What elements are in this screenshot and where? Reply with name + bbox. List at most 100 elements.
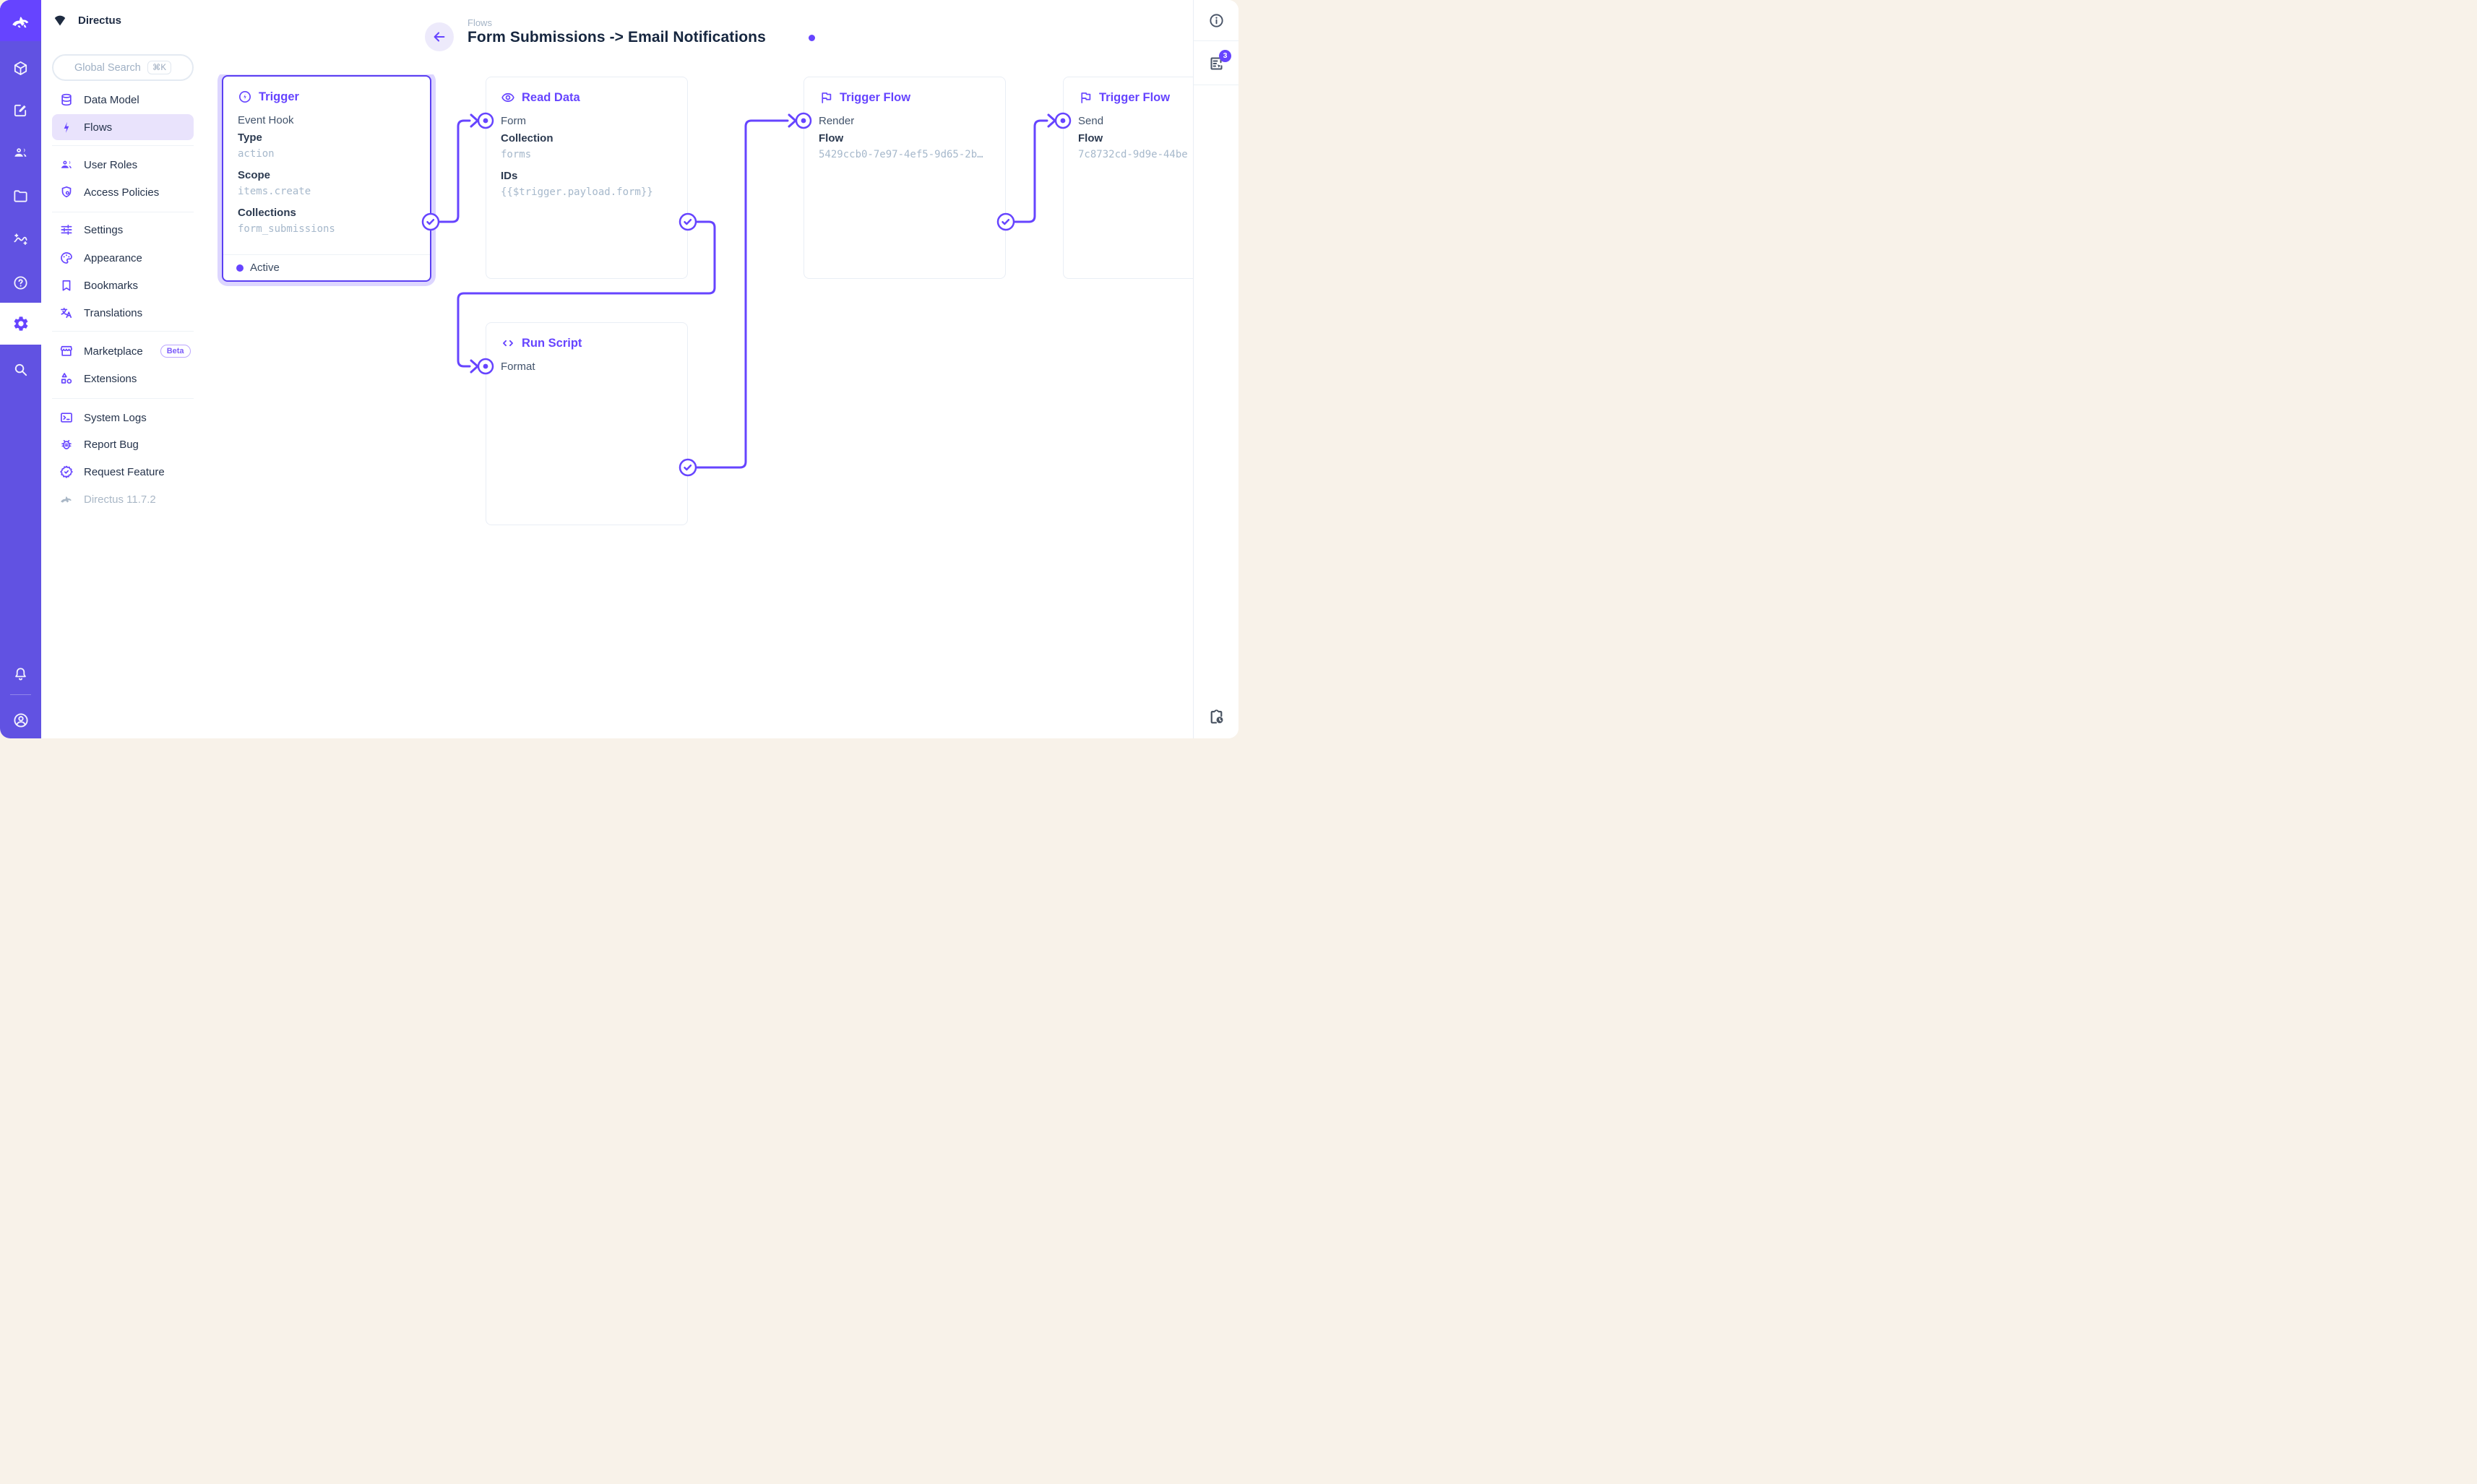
read-data-key: Form xyxy=(501,115,526,127)
box-icon xyxy=(14,61,27,76)
read-data-field-ids: IDs {{$trigger.payload.form}} xyxy=(501,170,653,198)
run-script-key: Format xyxy=(501,361,535,373)
breadcrumb[interactable]: Flows xyxy=(468,17,492,28)
sidebar-item-access-policies[interactable]: Access Policies xyxy=(52,179,194,205)
sidebar-item-system-logs[interactable]: System Logs xyxy=(52,405,194,431)
trigger-subtitle: Event Hook xyxy=(238,114,294,126)
extension-shapes-icon xyxy=(59,371,74,386)
search-icon xyxy=(14,363,27,376)
trigger-flow-send-key: Send xyxy=(1078,115,1104,127)
module-users[interactable] xyxy=(0,132,41,173)
sidebar-item-bookmarks[interactable]: Bookmarks xyxy=(52,272,194,298)
trigger-field-type: Type action xyxy=(238,131,275,160)
flag-icon xyxy=(1078,90,1093,105)
notifications-button[interactable] xyxy=(0,654,41,695)
sidebar-item-marketplace[interactable]: Marketplace Beta xyxy=(52,338,194,364)
rabbit-logo-icon xyxy=(12,16,28,27)
help-icon xyxy=(14,276,27,290)
trigger-field-collections: Collections form_submissions xyxy=(238,207,335,235)
back-button[interactable] xyxy=(425,22,454,51)
node-read-data-title: Read Data xyxy=(501,89,673,106)
sidebar-divider xyxy=(52,398,194,399)
feature-badge-icon xyxy=(59,465,74,479)
node-trigger-flow-render-title: Trigger Flow xyxy=(819,89,991,106)
bookmark-icon xyxy=(59,278,74,293)
read-data-field-collection: Collection forms xyxy=(501,132,553,160)
edit-square-icon xyxy=(14,104,27,117)
clipboard-clock-icon xyxy=(1210,709,1223,723)
bug-icon xyxy=(59,437,74,452)
eye-icon xyxy=(501,90,515,105)
project-header[interactable]: Directus xyxy=(52,7,121,33)
page-header: Flows Form Submissions -> Email Notifica… xyxy=(198,0,1193,74)
people-icon xyxy=(59,158,74,172)
shield-lock-icon xyxy=(59,185,74,199)
module-settings[interactable] xyxy=(0,303,41,345)
tune-icon xyxy=(59,223,74,237)
right-sidebar-rail: 3 xyxy=(1193,0,1238,738)
module-insights[interactable] xyxy=(0,219,41,260)
search-placeholder: Global Search xyxy=(74,61,141,74)
palette-icon xyxy=(59,251,74,265)
sidebar-item-user-roles[interactable]: User Roles xyxy=(52,152,194,178)
project-fan-icon xyxy=(54,15,66,26)
directus-logo[interactable] xyxy=(0,0,41,41)
module-editor[interactable] xyxy=(0,90,41,131)
node-trigger[interactable]: Trigger Event Hook Type action Scope ite… xyxy=(222,75,431,282)
active-status-dot xyxy=(236,264,244,272)
flag-icon xyxy=(819,90,833,105)
people-icon xyxy=(14,148,27,157)
node-trigger-flow-render[interactable]: Trigger Flow Render Flow 5429ccb0-7e97-4… xyxy=(804,77,1006,279)
bolt-circle-icon xyxy=(238,90,252,104)
module-content[interactable] xyxy=(0,48,41,89)
translate-icon xyxy=(59,306,74,320)
info-icon xyxy=(1209,13,1223,27)
module-help[interactable] xyxy=(0,262,41,303)
app-version: Directus 11.7.2 xyxy=(52,486,194,512)
navigation-sidebar: Directus Global Search ⌘K Data Model Flo… xyxy=(41,0,198,738)
storefront-icon xyxy=(59,344,74,358)
node-run-script[interactable]: Run Script Format xyxy=(486,322,688,525)
info-sidebar-button[interactable] xyxy=(1194,0,1238,41)
user-avatar[interactable] xyxy=(0,699,41,738)
sidebar-item-extensions[interactable]: Extensions xyxy=(52,366,194,392)
logs-count-badge: 3 xyxy=(1219,49,1231,62)
database-icon xyxy=(59,92,74,107)
sidebar-item-appearance[interactable]: Appearance xyxy=(52,245,194,271)
bolt-icon xyxy=(59,120,74,134)
sidebar-item-request-feature[interactable]: Request Feature xyxy=(52,459,194,485)
node-trigger-flow-send-title: Trigger Flow xyxy=(1078,89,1238,106)
global-search-input[interactable]: Global Search ⌘K xyxy=(52,54,194,81)
sidebar-item-data-model[interactable]: Data Model xyxy=(52,87,194,113)
search-shortcut-kbd: ⌘K xyxy=(147,61,172,74)
node-trigger-title: Trigger xyxy=(238,88,415,105)
app-window: Trigger Event Hook Type action Scope ite… xyxy=(0,0,1238,738)
trigger-field-scope: Scope items.create xyxy=(238,169,311,197)
insights-icon xyxy=(14,233,27,246)
terminal-icon xyxy=(59,410,74,425)
project-name: Directus xyxy=(78,14,122,27)
node-read-data[interactable]: Read Data Form Collection forms IDs {{$t… xyxy=(486,77,688,279)
sidebar-item-settings[interactable]: Settings xyxy=(52,217,194,243)
module-bar xyxy=(0,0,41,738)
module-search[interactable] xyxy=(0,349,41,390)
settings-icon xyxy=(14,316,27,331)
module-files[interactable] xyxy=(0,176,41,217)
pending-revisions-button[interactable] xyxy=(1194,701,1238,733)
arrow-left-icon xyxy=(434,32,445,42)
trigger-flow-send-field-flow: Flow 7c8732cd-9d9e-44be xyxy=(1078,132,1188,160)
sidebar-item-flows[interactable]: Flows xyxy=(52,114,194,140)
sidebar-divider xyxy=(52,331,194,332)
logs-sidebar-button[interactable]: 3 xyxy=(1194,42,1238,85)
node-run-script-title: Run Script xyxy=(501,335,673,352)
trigger-status: Active xyxy=(223,254,430,280)
trigger-flow-render-key: Render xyxy=(819,115,855,127)
sidebar-item-translations[interactable]: Translations xyxy=(52,300,194,326)
flow-canvas[interactable]: Trigger Event Hook Type action Scope ite… xyxy=(198,0,1238,738)
sidebar-item-report-bug[interactable]: Report Bug xyxy=(52,431,194,457)
rabbit-version-icon xyxy=(59,492,74,506)
trigger-flow-render-field-flow: Flow 5429ccb0-7e97-4ef5-9d65-2b… xyxy=(819,132,983,160)
page-title: Form Submissions -> Email Notifications xyxy=(468,29,766,46)
beta-badge: Beta xyxy=(160,345,191,358)
module-bar-divider xyxy=(10,694,31,695)
